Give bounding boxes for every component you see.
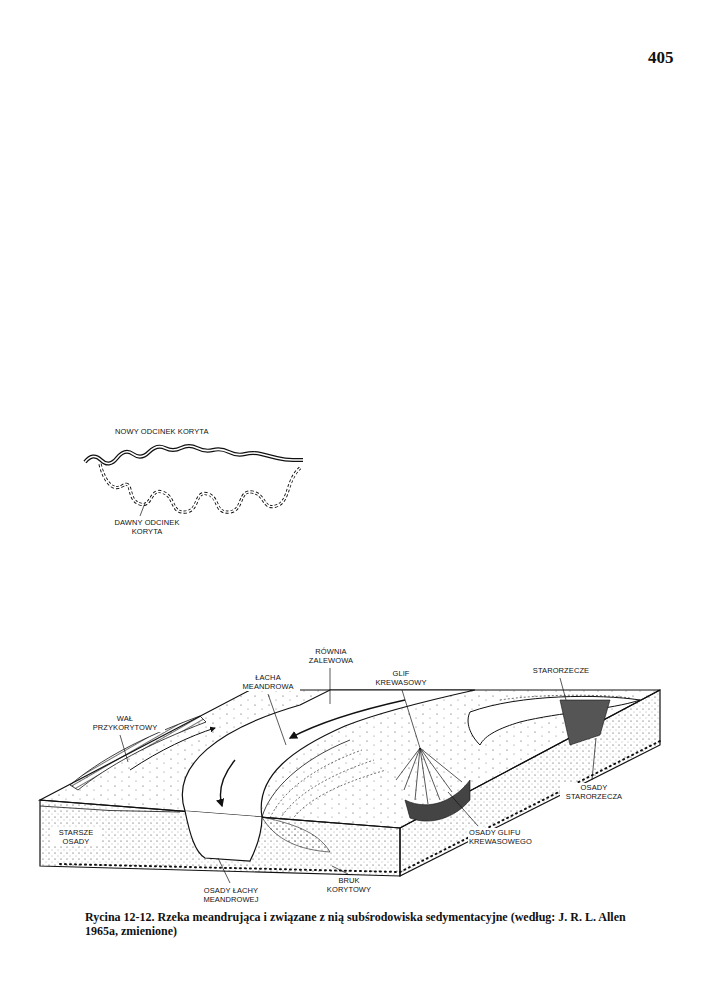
leader-lines bbox=[120, 668, 596, 883]
environment-label: GLIF KREWASOWY bbox=[370, 669, 432, 687]
figure-caption: Rycina 12-12. Rzeka meandrująca i związa… bbox=[85, 910, 645, 938]
page-number: 405 bbox=[648, 48, 688, 68]
environment-label: STARORZECZE bbox=[520, 666, 602, 675]
environment-label: ŁACHA MEANDROWA bbox=[236, 673, 300, 691]
channel-label: NOWY ODCINEK KORYTA bbox=[114, 427, 236, 436]
channel-label: DAWNY ODCINEK KORYTA bbox=[110, 518, 184, 536]
deposit-label: OSADY STARORZECZA bbox=[560, 783, 628, 801]
deposit-label: OSADY GLIFU KREWASOWEGO bbox=[468, 828, 540, 846]
environment-label: RÓWNIA ZALEWOWA bbox=[300, 647, 362, 665]
channel-sketch bbox=[85, 432, 303, 516]
environment-label: WAŁ PRZYKORYTOWY bbox=[85, 714, 165, 732]
deposit-label: BRUK KORYTOWY bbox=[318, 876, 380, 894]
block-diagram bbox=[40, 690, 660, 876]
deposit-label: STARSZE OSADY bbox=[50, 828, 102, 846]
deposit-label: OSADY ŁACHY MEANDROWEJ bbox=[190, 886, 272, 904]
